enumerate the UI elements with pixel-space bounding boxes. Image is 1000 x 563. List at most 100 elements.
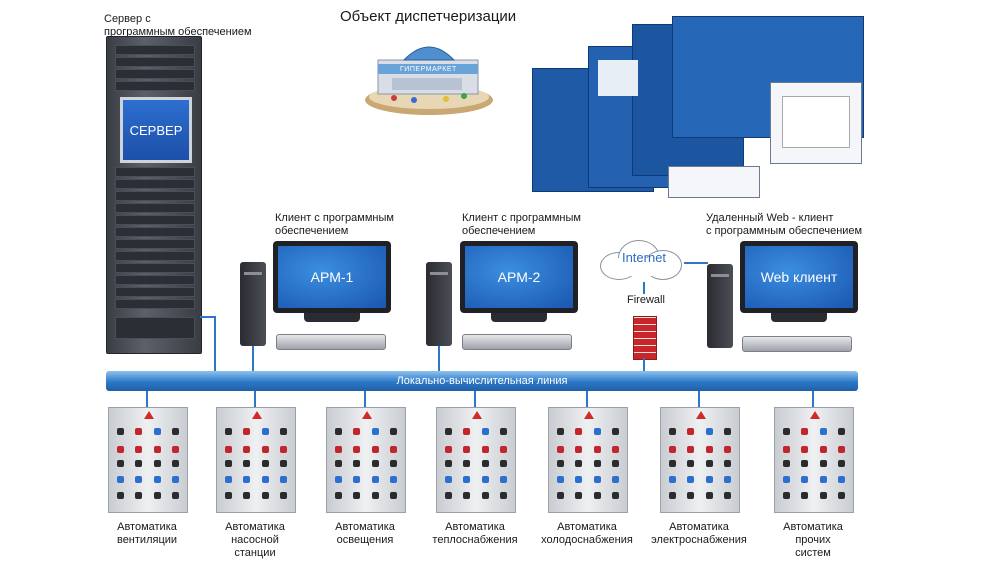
server-caption: Сервер с программным обеспечением	[104, 13, 252, 39]
firewall-icon	[633, 316, 657, 360]
wire-cloud-web	[684, 262, 708, 264]
building-illustration	[365, 46, 493, 115]
monitor-arm-1: АРМ-1	[273, 241, 391, 313]
indicator-row	[783, 476, 845, 483]
client-1-caption-line-2: обеспечением	[275, 225, 349, 237]
cabinet-label-line: насосной	[231, 534, 279, 546]
monitor-3-stand	[771, 313, 827, 322]
server-caption-line-2: программным обеспечением	[104, 26, 252, 38]
alarm-indicator-icon	[810, 411, 820, 419]
cabinet-label-line: систем	[795, 547, 831, 559]
indicator-row	[445, 460, 507, 467]
indicator-row	[225, 428, 287, 435]
indicator-row	[335, 460, 397, 467]
automation-cabinet-2	[216, 407, 296, 513]
alarm-indicator-icon	[584, 411, 594, 419]
automation-cabinet-3	[326, 407, 406, 513]
cabinet-label-line: Автоматика	[117, 521, 177, 533]
wire-server-down	[214, 316, 216, 372]
indicator-row	[783, 428, 845, 435]
wire-cloud-firewall	[643, 282, 645, 294]
pc-tower-1	[240, 262, 266, 346]
pc-tower-3	[707, 264, 733, 348]
cabinet-label-line: Автоматика	[669, 521, 729, 533]
client-3-caption-line-1: Удаленный Web - клиент	[706, 212, 834, 224]
indicator-row	[335, 476, 397, 483]
indicator-row	[445, 428, 507, 435]
cabinet-label-line: холодоснабжения	[541, 534, 633, 546]
server-screen: СЕРВЕР	[120, 97, 192, 163]
indicator-row	[669, 460, 731, 467]
cabinet-label-line: электроснабжения	[651, 534, 747, 546]
indicator-row	[669, 476, 731, 483]
alarm-indicator-icon	[696, 411, 706, 419]
monitor-arm-2: АРМ-2	[460, 241, 578, 313]
cabinet-label-line: Автоматика	[335, 521, 395, 533]
wire-client-1	[252, 346, 254, 372]
monitor-web-client: Web клиент	[740, 241, 858, 313]
cabinet-label-line: вентиляции	[116, 534, 178, 546]
alarm-indicator-icon	[362, 411, 372, 419]
cabinet-label-line: Автоматика	[225, 521, 285, 533]
client-2-caption-line-2: обеспечением	[462, 225, 536, 237]
internet-cloud-icon	[596, 236, 686, 282]
indicator-row	[117, 492, 179, 499]
indicator-row	[445, 492, 507, 499]
lan-bus-label: Локально-вычислительная линия	[396, 375, 568, 387]
wire-cabinet-1	[146, 391, 148, 407]
monitor-2-stand	[491, 313, 547, 322]
lan-bus: Локально-вычислительная линия	[106, 371, 858, 391]
alarm-indicator-icon	[472, 411, 482, 419]
keyboard-2	[462, 334, 572, 350]
cabinet-label-line: Автоматика	[445, 521, 505, 533]
cabinet-label-line: освещения	[336, 534, 394, 546]
client-3-caption-line-2: с программным обеспечением	[706, 225, 863, 237]
wire-cabinet-5	[586, 391, 588, 407]
client-1-caption-line-1: Клиент с программным	[275, 212, 394, 224]
internet-label: Internet	[621, 250, 667, 265]
wire-cabinet-7	[812, 391, 814, 407]
indicator-row	[557, 476, 619, 483]
indicator-row	[225, 492, 287, 499]
indicator-row	[445, 446, 507, 453]
cabinet-label-line: теплоснабжения	[432, 534, 518, 546]
indicator-row	[557, 492, 619, 499]
monitor-web-client-label: Web клиент	[760, 269, 838, 285]
server-caption-line-1: Сервер с	[104, 13, 151, 25]
cabinet-label-line: Автоматика	[783, 521, 843, 533]
indicator-row	[669, 446, 731, 453]
indicator-row	[669, 492, 731, 499]
automation-cabinet-7	[774, 407, 854, 513]
indicator-row	[117, 476, 179, 483]
pc-tower-2	[426, 262, 452, 346]
indicator-row	[445, 476, 507, 483]
wire-cabinet-2	[254, 391, 256, 407]
automation-cabinet-1	[108, 407, 188, 513]
indicator-row	[335, 492, 397, 499]
wire-cabinet-4	[474, 391, 476, 407]
indicator-row	[225, 460, 287, 467]
client-2-caption-line-1: Клиент с программным	[462, 212, 581, 224]
building-sign: ГИПЕРМАРКЕТ	[400, 66, 457, 73]
indicator-row	[557, 446, 619, 453]
client-3-caption: Удаленный Web - клиент с программным обе…	[706, 212, 862, 238]
keyboard-1	[276, 334, 386, 350]
cabinet-label-line: станции	[234, 547, 276, 559]
client-1-caption: Клиент с программным обеспечением	[275, 212, 394, 238]
automation-cabinet-6	[660, 407, 740, 513]
firewall-label: Firewall	[627, 294, 665, 306]
wire-client-2	[438, 346, 440, 372]
keyboard-3	[742, 336, 852, 352]
diagram-title: Объект диспетчеризации	[340, 8, 517, 25]
indicator-row	[557, 460, 619, 467]
wire-cabinet-3	[364, 391, 366, 407]
indicator-row	[335, 428, 397, 435]
indicator-row	[783, 460, 845, 467]
indicator-row	[225, 446, 287, 453]
